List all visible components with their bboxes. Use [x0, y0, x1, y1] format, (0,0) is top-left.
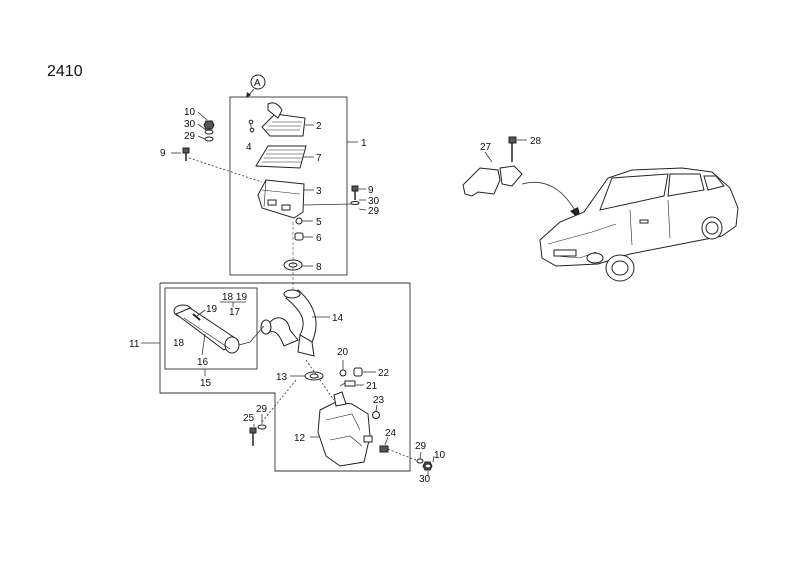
- callout-10-lower: 10: [434, 450, 446, 461]
- callout-29-upper: 29: [184, 131, 196, 142]
- drain-valve: [379, 445, 419, 462]
- air-cleaner-lower-case: [257, 179, 305, 219]
- bolt-left: [182, 147, 190, 161]
- callout-28: 28: [530, 136, 542, 147]
- callout-14: 14: [332, 313, 344, 324]
- callout-17: 17: [229, 307, 241, 318]
- callout-30-upper: 30: [184, 119, 196, 130]
- callout-30-lower: 30: [419, 474, 431, 485]
- callout-23: 23: [373, 395, 385, 406]
- duct-subgroup-frame: [164, 287, 258, 370]
- bolt-right: [350, 185, 360, 205]
- reference-mark-a: A: [246, 74, 266, 98]
- callout-20: 20: [337, 347, 349, 358]
- callout-7: 7: [316, 153, 322, 164]
- callout-6: 6: [316, 233, 322, 244]
- clip-nut: [372, 411, 380, 419]
- callout-10-upper: 10: [184, 107, 196, 118]
- intake-group-frame: [159, 282, 411, 472]
- mount-rubber-part: [294, 232, 304, 241]
- page-code: 2410: [47, 63, 83, 80]
- bracket-part: [462, 165, 523, 197]
- callout-3: 3: [316, 186, 322, 197]
- callout-9-left: 9: [160, 148, 166, 159]
- air-cleaner-cover: [261, 102, 306, 137]
- callout-9-right: 9: [368, 185, 374, 196]
- seal-ring: [304, 371, 324, 381]
- clip-part: [248, 119, 255, 134]
- location-arrow: [521, 181, 577, 213]
- bolt-lower-left: [249, 427, 257, 446]
- callout-2: 2: [316, 121, 322, 132]
- callout-29-right: 29: [368, 206, 380, 217]
- callout-30-right: 30: [368, 196, 380, 207]
- callout-4: 4: [246, 142, 252, 153]
- callout-18: 18: [173, 338, 185, 349]
- callout-12: 12: [294, 433, 306, 444]
- callout-15: 15: [200, 378, 212, 389]
- callout-8: 8: [316, 262, 322, 273]
- callout-18-19: 18 19: [222, 292, 247, 303]
- callout-24: 24: [385, 428, 397, 439]
- washer-lower-left: [257, 424, 267, 430]
- air-filter-element: [255, 145, 307, 169]
- callout-5: 5: [316, 217, 322, 228]
- callout-29-lower-left: 29: [256, 404, 268, 415]
- vehicle-outline: [539, 167, 739, 282]
- callout-22: 22: [378, 368, 390, 379]
- connector-part: [339, 369, 347, 377]
- callout-16: 16: [197, 357, 209, 368]
- bolt-bracket: [508, 136, 517, 162]
- callout-1: 1: [361, 138, 367, 149]
- reference-mark-label: A: [254, 78, 261, 89]
- callout-29-lower-right: 29: [415, 441, 427, 452]
- callout-21: 21: [366, 381, 378, 392]
- callout-25: 25: [243, 413, 255, 424]
- nut-washer-stack-right: [416, 458, 433, 471]
- callout-13: 13: [276, 372, 288, 383]
- callout-19: 19: [206, 304, 218, 315]
- nut-washer-stack-left: [203, 120, 215, 142]
- callout-11: 11: [129, 339, 140, 350]
- air-cleaner-assembly-frame: [229, 96, 348, 276]
- grommet-part: [295, 217, 303, 225]
- rubber-cap: [353, 367, 363, 377]
- callout-27: 27: [480, 142, 492, 153]
- pipe-fitting: [339, 380, 356, 387]
- elbow-hose: [260, 289, 317, 357]
- resonator-body: [317, 391, 373, 467]
